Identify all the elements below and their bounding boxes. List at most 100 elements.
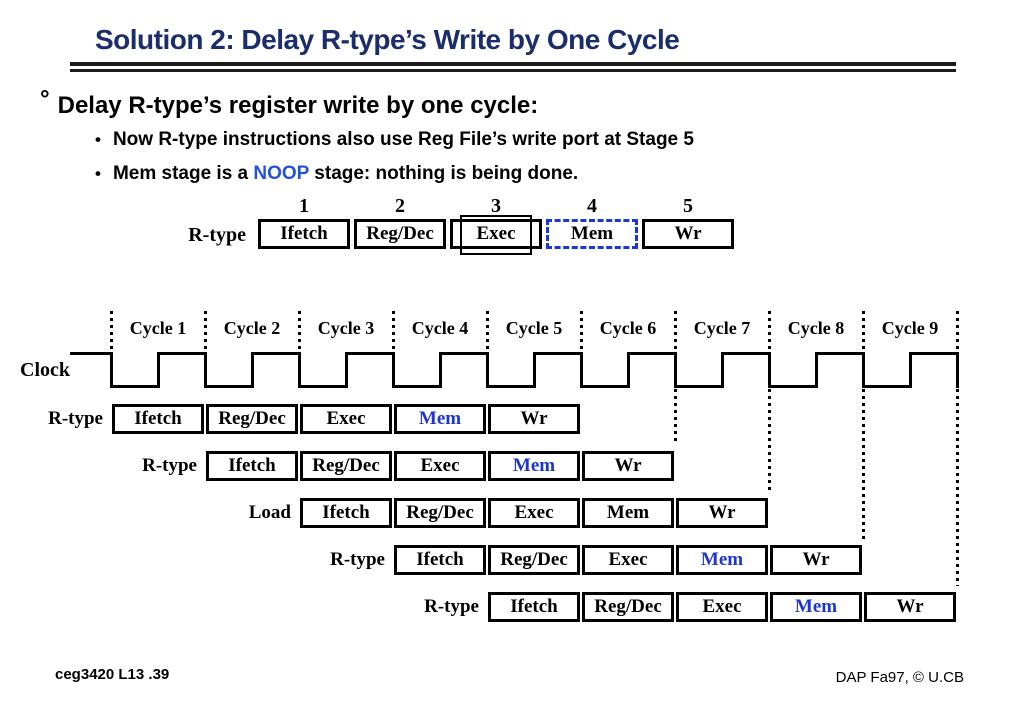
pipeline-stage-box: Reg/Dec bbox=[206, 404, 298, 434]
exec-highlight-box bbox=[460, 215, 532, 255]
cycle-label: Cycle 1 bbox=[129, 318, 187, 338]
stage-number: 5 bbox=[683, 195, 693, 217]
pipeline-stage-box: Ifetch bbox=[488, 592, 580, 622]
pipeline-stage-box: Exec bbox=[394, 451, 486, 481]
sub-bullet-1: • Now R-type instructions also use Reg Fi… bbox=[95, 129, 694, 151]
clock-waveform-segment bbox=[721, 352, 770, 355]
clock-waveform-segment bbox=[674, 385, 723, 388]
clock-waveform-segment bbox=[157, 352, 206, 355]
pipeline-stage-box: Mem bbox=[546, 219, 638, 249]
cycle-label: Cycle 5 bbox=[505, 318, 563, 338]
clock-waveform-segment bbox=[251, 352, 300, 355]
cycle-boundary-dotted-line bbox=[956, 311, 959, 351]
cycle-label: Cycle 6 bbox=[599, 318, 657, 338]
cycle-label: Cycle 2 bbox=[223, 318, 281, 338]
main-bullet: ° Delay R-type’s register write by one cy… bbox=[40, 86, 538, 120]
sub-bullet-2-text: Mem stage is a NOOP stage: nothing is be… bbox=[113, 163, 578, 184]
pipeline-stage-box: Wr bbox=[642, 219, 734, 249]
stage-number: 2 bbox=[395, 195, 405, 217]
writeback-dotted-line bbox=[674, 389, 677, 445]
pipeline-stage-box: Mem bbox=[676, 545, 768, 575]
pipeline-stage-box: Mem bbox=[394, 404, 486, 434]
cycle-boundary-dotted-line bbox=[768, 311, 771, 351]
row-label: R-type bbox=[142, 455, 197, 476]
degree-bullet-icon: ° bbox=[40, 86, 50, 113]
pipeline-stage-box: Exec bbox=[676, 592, 768, 622]
pipeline-stage-box: Wr bbox=[864, 592, 956, 622]
sub-bullet-2-post: stage: nothing is being done. bbox=[309, 163, 579, 184]
clock-waveform-segment bbox=[392, 385, 441, 388]
stage-number: 3 bbox=[491, 195, 501, 217]
clock-waveform-segment bbox=[768, 385, 817, 388]
clock-waveform-segment bbox=[580, 385, 629, 388]
cycle-boundary-dotted-line bbox=[486, 311, 489, 351]
clock-waveform-segment bbox=[674, 352, 677, 388]
writeback-dotted-line bbox=[956, 389, 959, 586]
cycle-boundary-dotted-line bbox=[674, 311, 677, 351]
clock-waveform-segment bbox=[298, 352, 301, 388]
clock-waveform-segment bbox=[157, 352, 160, 388]
sub-bullet-2: • Mem stage is a NOOP stage: nothing is b… bbox=[95, 163, 578, 185]
cycle-label: Cycle 7 bbox=[693, 318, 751, 338]
row-label: R-type bbox=[330, 549, 385, 570]
pipeline-stage-box: Exec bbox=[300, 404, 392, 434]
writeback-dotted-line bbox=[768, 389, 771, 492]
pipeline-stage-box: Mem bbox=[488, 451, 580, 481]
pipeline-stage-box: Exec bbox=[582, 545, 674, 575]
pipeline-stage-box: Wr bbox=[582, 451, 674, 481]
pipeline-stage-box: Reg/Dec bbox=[300, 451, 392, 481]
pipeline-stage-box: Reg/Dec bbox=[394, 498, 486, 528]
cycle-boundary-dotted-line bbox=[862, 311, 865, 351]
row-label: R-type bbox=[48, 408, 103, 429]
cycle-label: Cycle 9 bbox=[881, 318, 939, 338]
clock-waveform-segment bbox=[110, 385, 159, 388]
pipeline-stage-box: Ifetch bbox=[258, 219, 350, 249]
writeback-dotted-line bbox=[862, 389, 865, 539]
pipeline-stage-box: Exec bbox=[488, 498, 580, 528]
sub-bullet-2-pre: Mem stage is a bbox=[112, 163, 254, 184]
clock-waveform-segment bbox=[627, 352, 676, 355]
clock-waveform-segment bbox=[110, 352, 113, 388]
clock-waveform-segment bbox=[768, 352, 771, 388]
sub-bullet-1-text: Now R-type instructions also use Reg Fil… bbox=[112, 129, 694, 150]
pipeline-stage-box: Ifetch bbox=[300, 498, 392, 528]
clock-waveform-segment bbox=[909, 352, 912, 388]
clock-waveform-segment bbox=[862, 352, 865, 388]
clock-waveform-segment bbox=[909, 352, 958, 355]
pipeline-stage-box: Reg/Dec bbox=[582, 592, 674, 622]
clock-waveform-segment bbox=[439, 352, 488, 355]
stage-number: 4 bbox=[587, 195, 597, 217]
clock-waveform-segment bbox=[862, 385, 911, 388]
clock-label: Clock bbox=[20, 359, 70, 381]
dot-bullet-icon: • bbox=[95, 130, 101, 149]
clock-waveform-segment bbox=[345, 352, 394, 355]
pipeline-stage-box: Reg/Dec bbox=[354, 219, 446, 249]
clock-waveform-segment bbox=[486, 385, 535, 388]
clock-waveform-segment bbox=[815, 352, 864, 355]
pipeline-stage-box: Exec bbox=[450, 215, 542, 255]
clock-waveform-segment bbox=[627, 352, 630, 388]
row-label: R-type bbox=[424, 596, 479, 617]
dot-bullet-icon: • bbox=[95, 164, 101, 183]
stage-number: 1 bbox=[299, 195, 309, 217]
main-bullet-text: Delay R-type’s register write by one cyc… bbox=[57, 92, 539, 119]
clock-waveform-segment bbox=[439, 352, 442, 388]
pipeline-stage-box: Mem bbox=[770, 592, 862, 622]
clock-waveform-segment bbox=[204, 385, 253, 388]
cycle-boundary-dotted-line bbox=[110, 311, 113, 351]
cycle-label: Cycle 4 bbox=[411, 318, 469, 338]
clock-waveform-segment bbox=[392, 352, 395, 388]
clock-waveform-segment bbox=[298, 385, 347, 388]
cycle-label: Cycle 3 bbox=[317, 318, 375, 338]
pipeline-stage-box: Wr bbox=[488, 404, 580, 434]
pipeline-stage-box: Ifetch bbox=[394, 545, 486, 575]
clock-waveform-segment bbox=[721, 352, 724, 388]
footer-course-code: ceg3420 L13 .39 bbox=[55, 666, 170, 683]
cycle-label: Cycle 8 bbox=[787, 318, 845, 338]
clock-waveform-segment bbox=[956, 352, 959, 388]
page-title: Solution 2: Delay R-type’s Write by One … bbox=[95, 24, 680, 55]
pipeline-stage-box: Wr bbox=[676, 498, 768, 528]
cycle-boundary-dotted-line bbox=[298, 311, 301, 351]
top-diagram-row-label: R-type bbox=[188, 224, 246, 246]
